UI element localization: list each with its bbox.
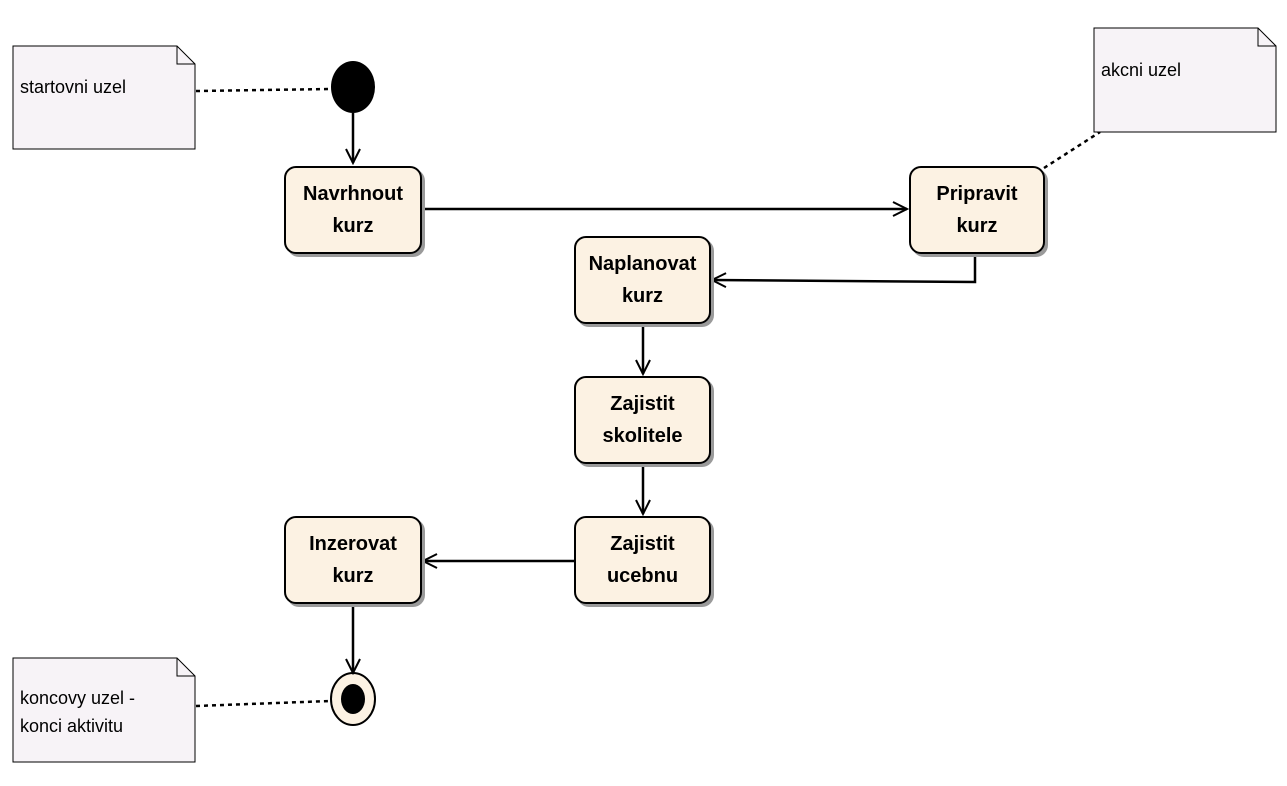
initial-node[interactable] xyxy=(331,61,375,113)
note-end: koncovy uzel - konci aktivitu xyxy=(12,657,197,764)
note-connector-end xyxy=(195,699,331,708)
action-zajistit-skolitele[interactable]: Zajistit skolitele xyxy=(574,376,711,464)
note-connector-action xyxy=(1043,130,1101,170)
action-pripravit-kurz[interactable]: Pripravit kurz xyxy=(909,166,1045,254)
final-node-inner xyxy=(341,684,365,714)
action-inzerovat-kurz[interactable]: Inzerovat kurz xyxy=(284,516,422,604)
note-connector-start xyxy=(195,87,331,93)
note-action-text: akcni uzel xyxy=(1101,60,1182,80)
action-zajistit-ucebnu[interactable]: Zajistit ucebnu xyxy=(574,516,711,604)
flow-pripravit-to-naplanovat[interactable] xyxy=(712,255,977,282)
note-action: akcni uzel xyxy=(1093,27,1278,134)
note-start: startovni uzel xyxy=(12,45,197,151)
note-action-shape xyxy=(1093,27,1277,133)
note-end-text: koncovy uzel - konci aktivitu xyxy=(20,688,136,736)
note-start-shape xyxy=(12,45,196,150)
action-naplanovat-kurz[interactable]: Naplanovat kurz xyxy=(574,236,711,324)
note-end-shape xyxy=(12,657,196,763)
note-start-text: startovni uzel xyxy=(20,77,127,97)
action-navrhnout-kurz[interactable]: Navrhnout kurz xyxy=(284,166,422,254)
